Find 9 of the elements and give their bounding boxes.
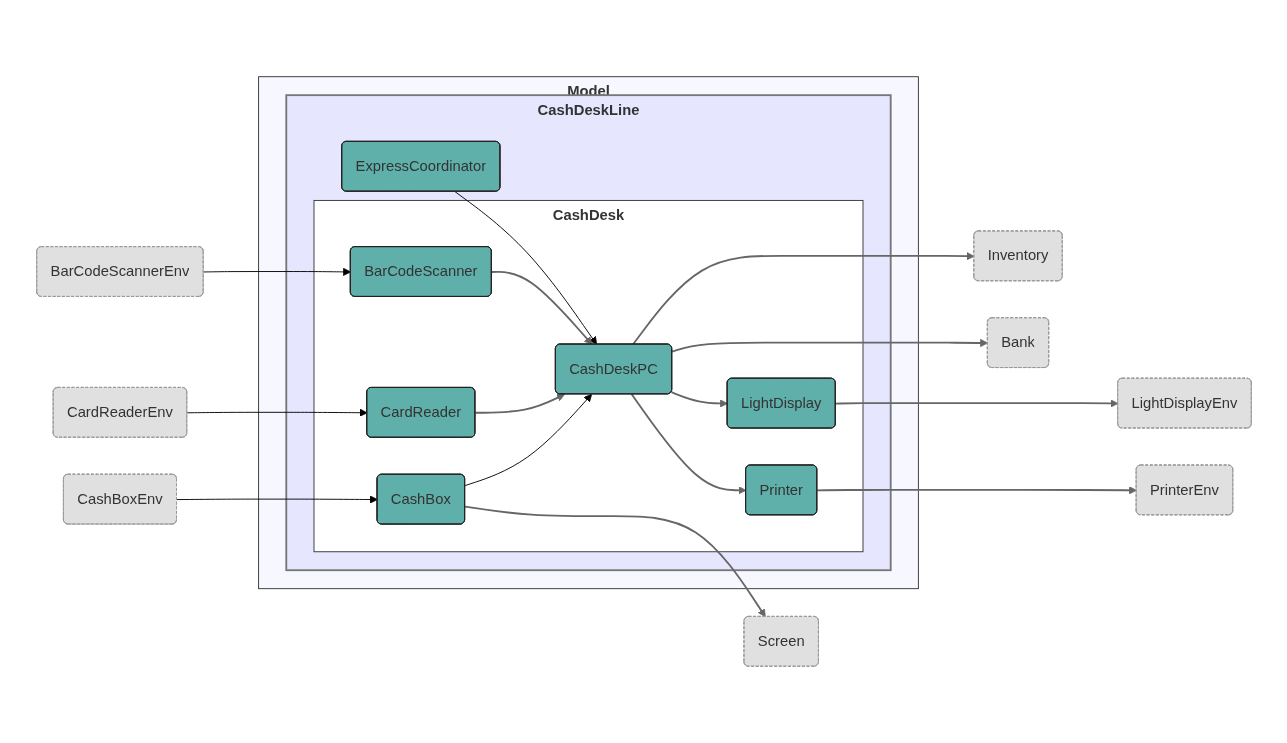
arrow [670,338,988,353]
arrow [670,391,728,408]
arrow [834,399,1118,408]
arrow [473,393,565,414]
arrow [631,252,975,346]
arrow [490,271,592,345]
arrow [815,486,1137,495]
arrow [463,505,766,618]
arrow [630,393,746,495]
